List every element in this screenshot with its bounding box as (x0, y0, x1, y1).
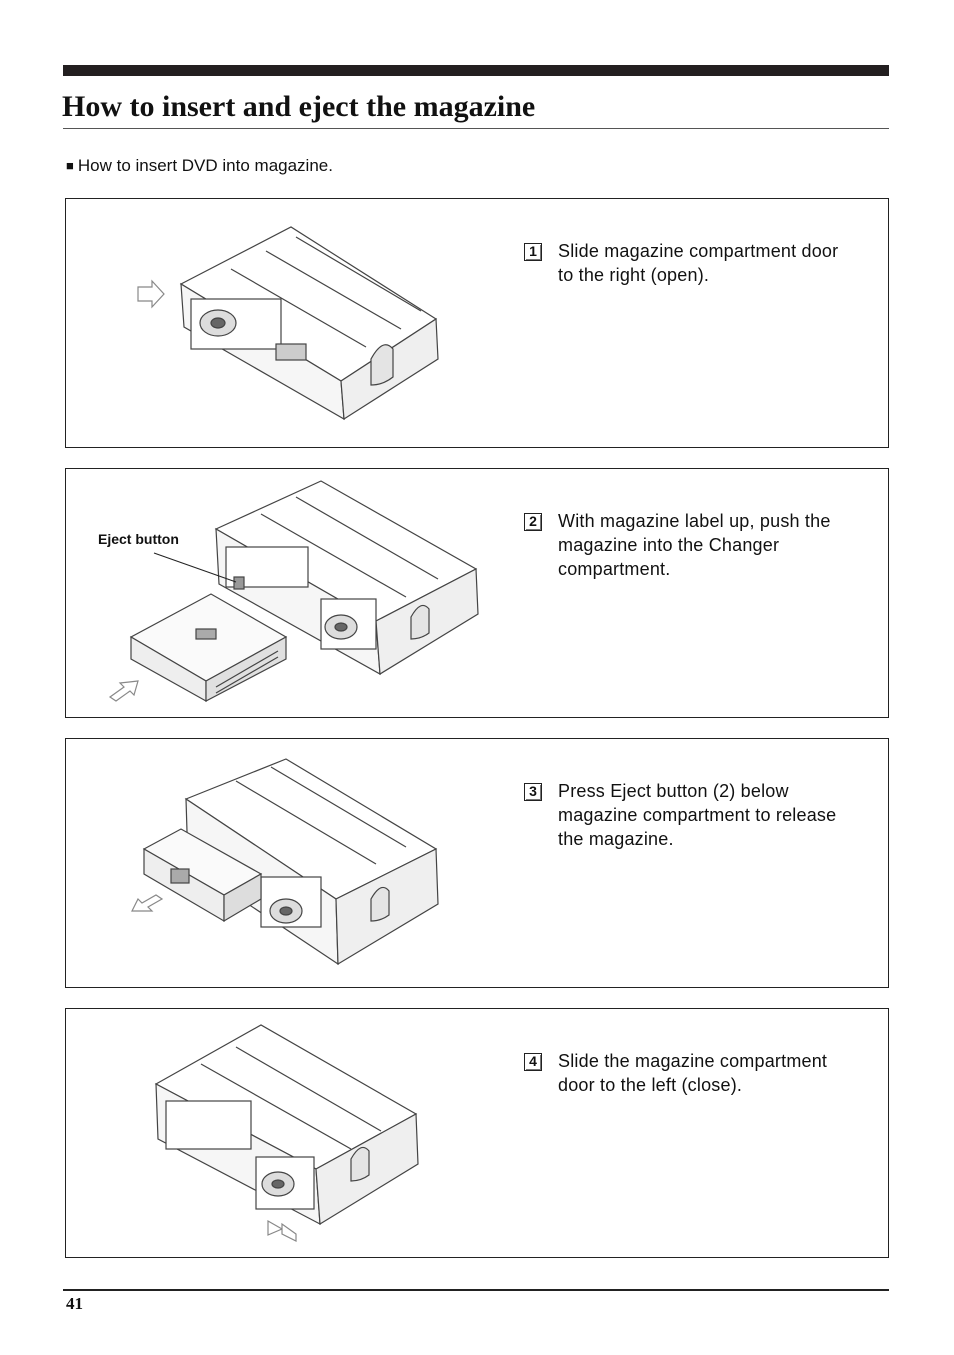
changer-door-open-illustration (137, 226, 439, 421)
header-bar (63, 65, 889, 76)
close-arrow-icon (267, 1219, 297, 1242)
step-panel-4: 4 Slide the magazine compartment door to… (65, 1008, 889, 1258)
step-panel-3: 3 Press Eject button (2) below magazine … (65, 738, 889, 988)
ejected-magazine (142, 828, 263, 923)
step-number-badge: 3 (524, 783, 542, 801)
step-instruction: Press Eject button (2) below magazine co… (558, 781, 837, 849)
step-panel-1: 1 Slide magazine compartment door to the… (65, 198, 889, 448)
step-instruction: Slide the magazine compartment door to t… (558, 1051, 828, 1095)
footer-divider (63, 1289, 889, 1291)
square-bullet-icon: ■ (66, 158, 74, 173)
open-arrow-icon (137, 279, 165, 309)
step-number-badge: 2 (524, 513, 542, 531)
step-panel-2: Eject button 2 With magazine label up, p… (65, 468, 889, 718)
changer-door-close-illustration (154, 1024, 419, 1242)
magazine-cartridge (129, 593, 288, 703)
subheading: ■How to insert DVD into magazine. (66, 155, 333, 177)
step-number-badge: 1 (524, 243, 542, 261)
magazine-eject-illustration (131, 758, 439, 966)
page-number: 41 (66, 1294, 83, 1313)
magazine-insert-illustration (108, 480, 479, 703)
step-number-badge: 4 (524, 1053, 542, 1071)
eject-button-callout: Eject button (98, 531, 179, 547)
eject-arrow-icon (131, 894, 164, 912)
step-instruction: Slide magazine compartment door to the r… (558, 241, 839, 285)
push-arrow-icon (108, 680, 139, 702)
subheading-text: How to insert DVD into magazine. (77, 156, 333, 175)
title-divider (63, 128, 889, 129)
page-title: How to insert and eject the magazine (62, 90, 536, 123)
step-instruction: With magazine label up, push the magazin… (558, 511, 831, 579)
eject-callout-line (153, 552, 237, 583)
